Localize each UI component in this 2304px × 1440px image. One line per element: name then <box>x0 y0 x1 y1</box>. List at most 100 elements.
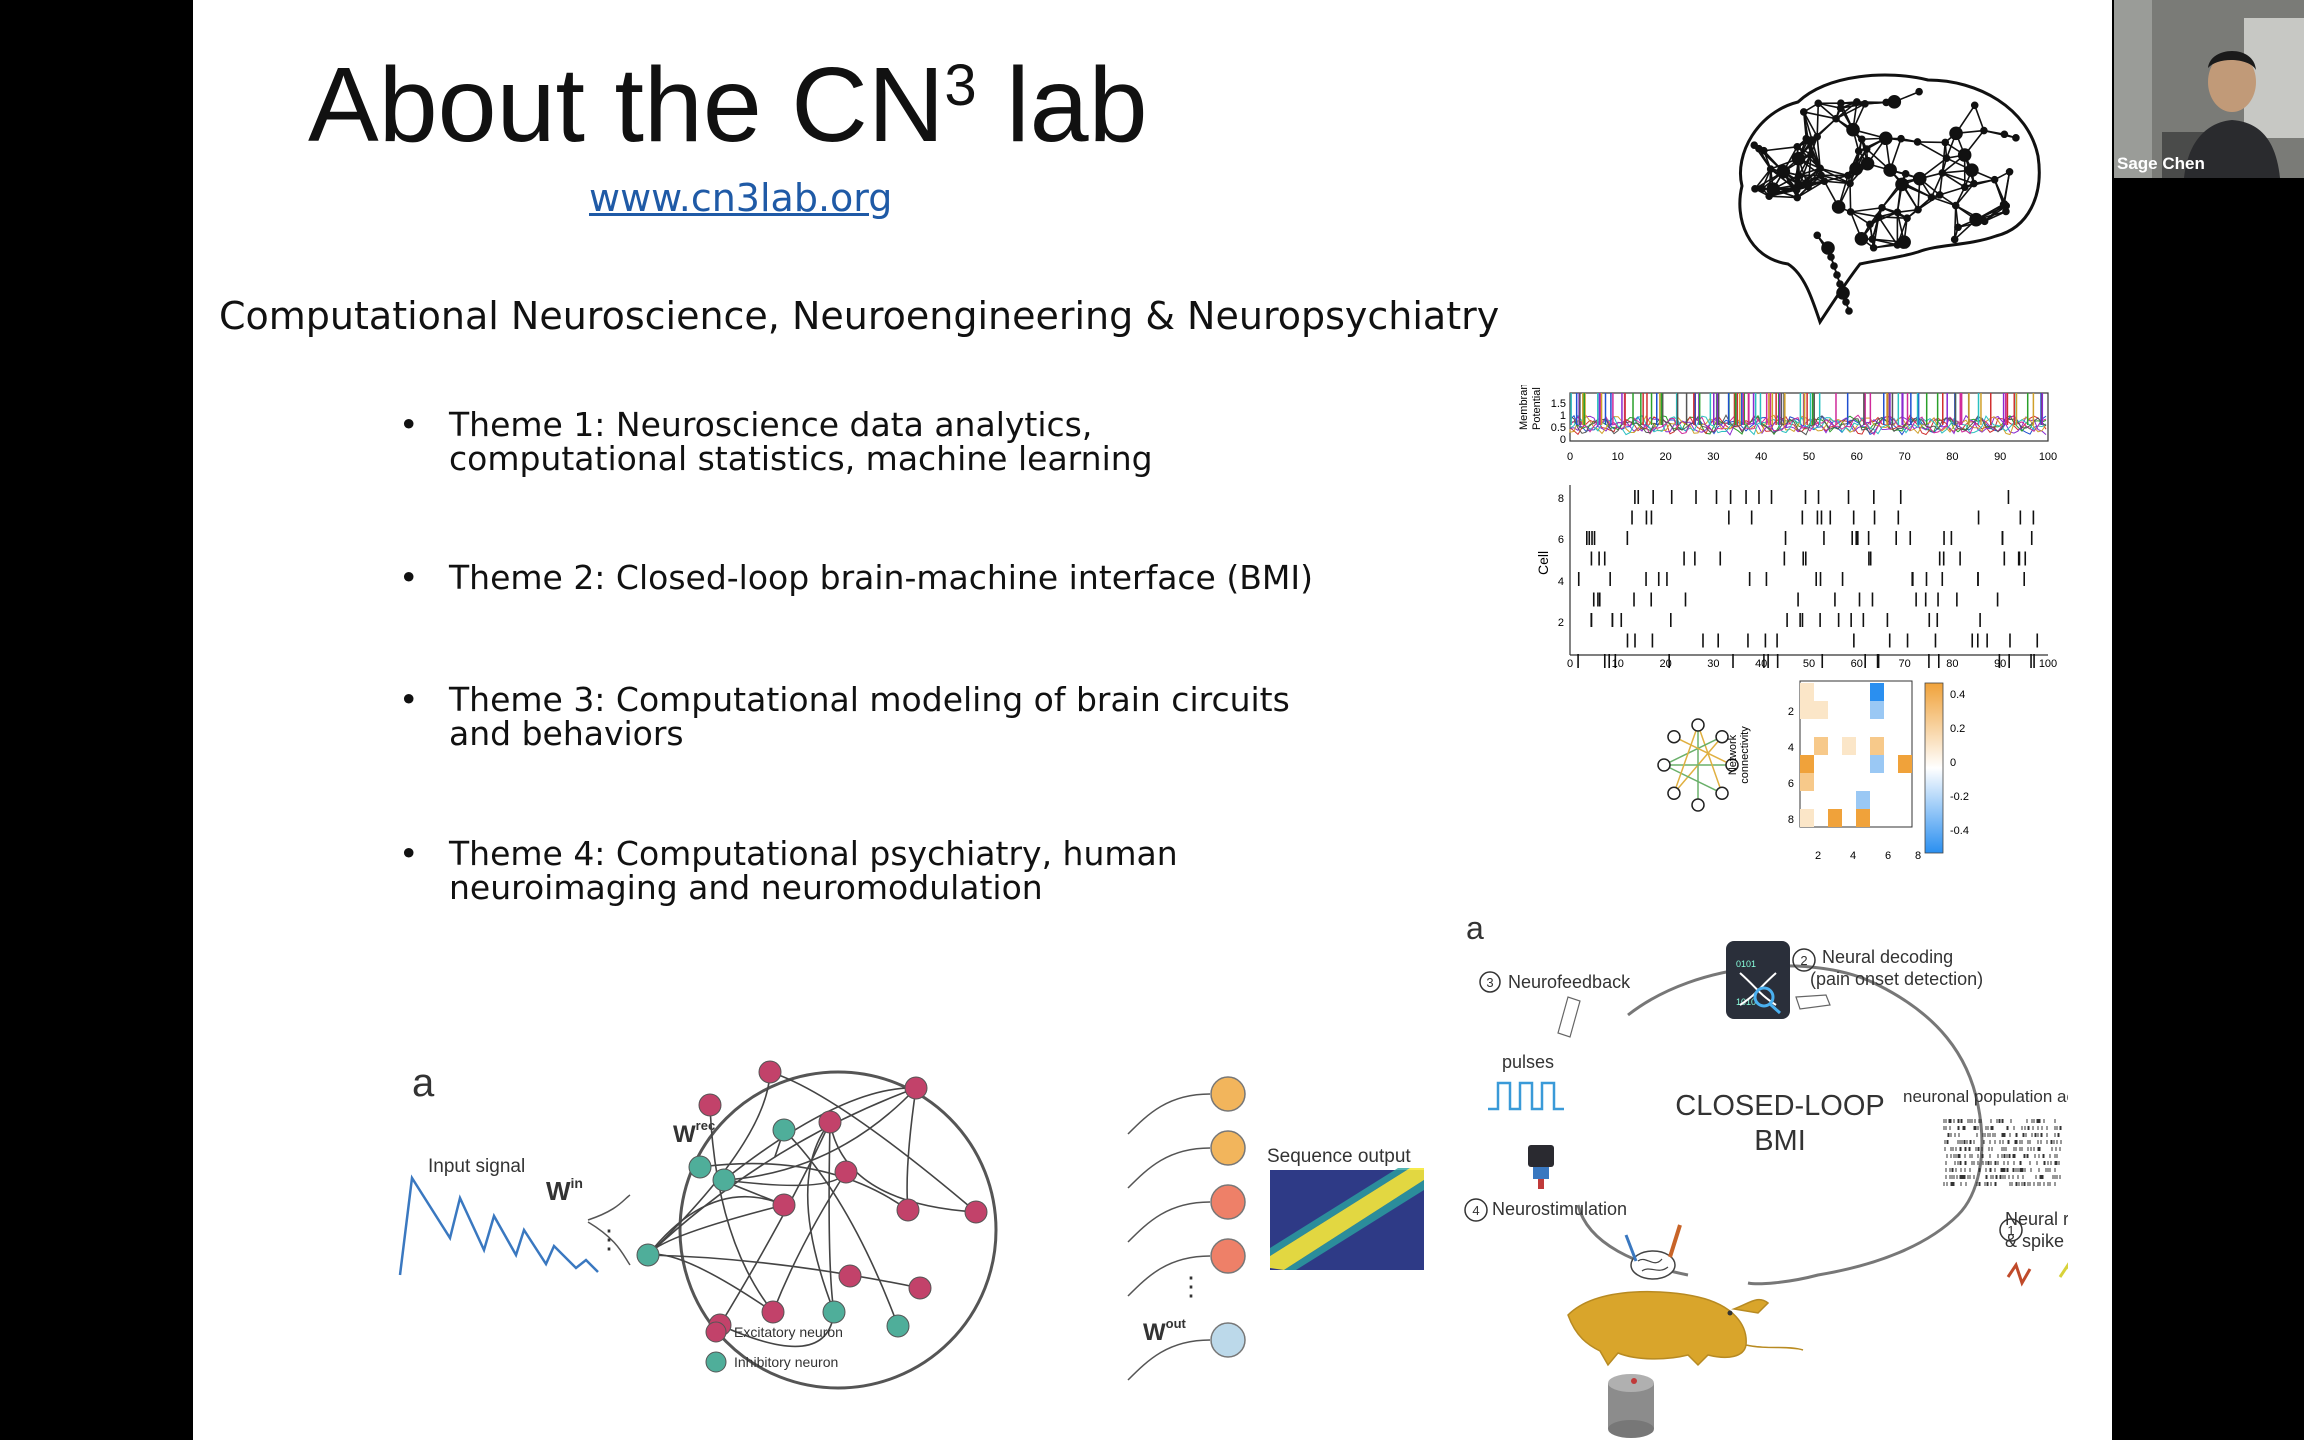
membrane-ylabel: Membrane <box>1518 385 1530 430</box>
recurrent-connection <box>783 1129 899 1327</box>
excitatory-legend-dot <box>705 1321 727 1343</box>
colorbar-tick: -0.4 <box>1950 825 1969 837</box>
network-node <box>1836 280 1844 288</box>
network-node <box>1758 184 1766 193</box>
network-edge <box>1930 172 1944 198</box>
bullet: • <box>399 834 419 873</box>
conn-xtick: 2 <box>1815 850 1821 862</box>
network-edge <box>1878 216 1908 220</box>
network-node <box>2000 200 2009 208</box>
participant-video-tile[interactable]: Sage Chen <box>2114 0 2304 178</box>
conn-ytick: 6 <box>1788 778 1794 790</box>
network-node <box>1941 138 1950 147</box>
network-node <box>1795 180 1804 189</box>
input-signal-trace <box>398 1174 599 1276</box>
step-3-label: Neurofeedback <box>1508 972 1631 992</box>
matrix-cell <box>1870 701 1884 719</box>
network-edge <box>1939 186 1966 196</box>
recurrent-connection <box>906 1087 917 1211</box>
network-node <box>1820 177 1829 186</box>
graph-node <box>1691 798 1705 812</box>
x-tick-label: 80 <box>1946 451 1958 463</box>
network-node <box>1816 164 1824 173</box>
membrane-ytick: 0.5 <box>1551 422 1566 434</box>
output-neuron <box>1210 1076 1246 1112</box>
population-activity-label: neuronal population activity <box>1903 1087 2068 1106</box>
network-node <box>1970 179 1978 188</box>
connectivity-matrix: Network connectivity 2 4 6 8 2 4 6 8 0.4… <box>1727 680 1969 862</box>
recurrent-connection <box>647 1196 785 1256</box>
colorbar-tick: 0.2 <box>1950 723 1965 735</box>
network-edge <box>1816 136 1821 169</box>
network-node <box>1846 179 1854 188</box>
matrix-cell <box>1870 755 1884 773</box>
excitatory-neuron <box>904 1076 928 1100</box>
network-node <box>1951 201 1960 210</box>
network-edge <box>1799 174 1822 186</box>
matrix-cell <box>1856 809 1870 827</box>
recurrent-connection <box>772 1171 847 1313</box>
network-edge <box>1769 195 1798 199</box>
theme-line: computational statistics, machine learni… <box>449 439 1153 478</box>
colorbar-tick: 0.4 <box>1950 689 1965 701</box>
network-node <box>1935 191 1944 199</box>
excitatory-neuron <box>758 1060 782 1084</box>
raster-ylabel: Cell <box>1535 551 1551 575</box>
participant-name: Sage Chen <box>2117 154 2205 173</box>
membrane-ylabel: Potential <box>1531 387 1543 430</box>
membrane-ytick: 1.5 <box>1551 398 1566 410</box>
network-node <box>1868 235 1877 244</box>
x-tick-label: 40 <box>1755 451 1767 463</box>
network-node <box>1957 148 1972 162</box>
x-tick-label: 50 <box>1803 451 1815 463</box>
network-node <box>1804 182 1812 191</box>
bmi-center-title: BMI <box>1754 1125 1806 1157</box>
step-2-number: 2 <box>1800 953 1807 968</box>
network-edge <box>1820 174 1851 185</box>
network-edge <box>1869 211 1898 226</box>
network-node <box>1869 243 1878 252</box>
network-edge <box>1931 196 1956 207</box>
graph-node <box>1715 786 1729 801</box>
x-tick-label: 80 <box>1946 658 1958 670</box>
network-edge <box>1803 111 1837 120</box>
network-edge <box>1941 172 1966 188</box>
network-node <box>1807 150 1815 159</box>
network-node <box>1874 213 1883 221</box>
output-connection <box>1127 1255 1211 1297</box>
dots-in: ⋮ <box>596 1224 622 1254</box>
network-node <box>1878 203 1886 212</box>
network-node <box>1832 114 1840 123</box>
matrix-cell <box>1842 737 1856 755</box>
conn-ylabel: connectivity <box>1739 726 1751 784</box>
network-node <box>1887 95 1902 109</box>
network-node <box>1837 99 1845 108</box>
network-node <box>1927 193 1936 202</box>
conn-ytick: 8 <box>1788 814 1794 826</box>
closed-loop-bmi-figure: a 0101 1010 3 Neurofeedback 2 Neural dec… <box>1464 910 2068 1438</box>
matrix-cell <box>1870 737 1884 755</box>
network-edge <box>1993 179 2006 205</box>
network-node <box>1766 182 1781 196</box>
conn-xtick: 8 <box>1915 850 1921 862</box>
excitatory-neuron <box>896 1198 920 1222</box>
step-1-label: & spike sorting <box>2005 1231 2068 1251</box>
legend-excitatory: Excitatory neuron <box>734 1324 843 1340</box>
network-edge <box>1942 172 1975 185</box>
inhibitory-neuron <box>822 1300 846 1324</box>
x-tick-label: 30 <box>1707 451 1719 463</box>
step-3-number: 3 <box>1486 975 1493 990</box>
network-node <box>1901 170 1910 178</box>
network-node <box>1914 205 1922 214</box>
matrix-cell <box>1800 809 1814 827</box>
inhibitory-neuron <box>712 1168 736 1192</box>
graph-edge <box>1663 736 1723 766</box>
network-node <box>1961 183 1969 191</box>
output-connection <box>1127 1339 1211 1381</box>
recurrent-connection <box>719 1121 831 1326</box>
raster-ytick: 4 <box>1558 576 1564 588</box>
lab-website-link[interactable]: www.cn3lab.org <box>589 176 893 220</box>
pulse-train <box>1488 1081 1564 1111</box>
matrix-cell <box>1800 773 1814 791</box>
network-edge <box>1850 211 1879 218</box>
